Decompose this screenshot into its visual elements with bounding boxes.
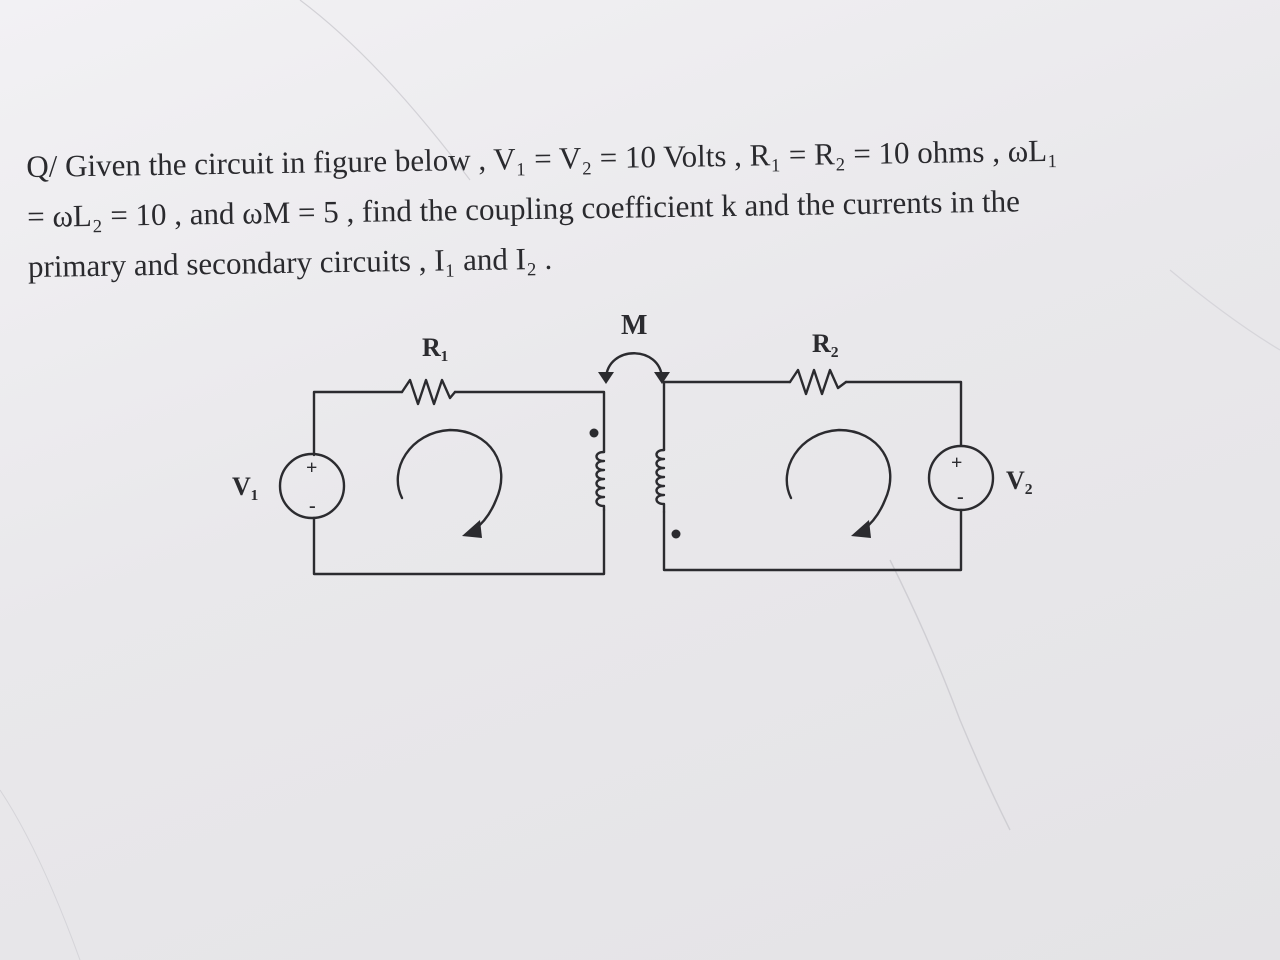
primary-wire-bottom — [312, 508, 606, 576]
r1-label: R₁ — [422, 333, 449, 362]
secondary-wire-top-right — [844, 380, 963, 447]
primary-wire-top-right — [453, 390, 606, 454]
v2-label: V₂ — [1006, 466, 1033, 495]
secondary-wire-top-left — [662, 380, 792, 452]
primary-coil — [595, 450, 606, 512]
secondary-coil — [655, 448, 666, 514]
secondary-wire-bottom — [662, 508, 963, 572]
mutual-coupling-arc — [604, 352, 664, 380]
polarity-dot-primary — [589, 428, 599, 438]
r2-resistor — [788, 368, 848, 396]
mesh-arrow-2-icon — [851, 520, 871, 538]
v2-source — [927, 444, 995, 512]
v2-minus-sign: - — [957, 486, 964, 508]
mesh-current-loop-1 — [396, 428, 503, 532]
v1-plus-sign: + — [306, 457, 317, 479]
r2-label: R₂ — [812, 329, 839, 358]
r1-resistor — [400, 378, 457, 406]
v1-source — [278, 452, 346, 520]
v2-plus-sign: + — [951, 452, 962, 474]
mutual-label: M — [621, 310, 647, 341]
primary-wire-top-left — [312, 390, 404, 457]
polarity-dot-secondary — [671, 529, 681, 539]
v1-label: V₁ — [232, 472, 259, 501]
mesh-arrow-1-icon — [462, 520, 482, 538]
v1-minus-sign: - — [309, 495, 316, 517]
mutual-arrow-right-icon — [654, 372, 670, 384]
mutual-arrow-left-icon — [598, 372, 614, 384]
mesh-current-loop-2 — [785, 428, 892, 532]
